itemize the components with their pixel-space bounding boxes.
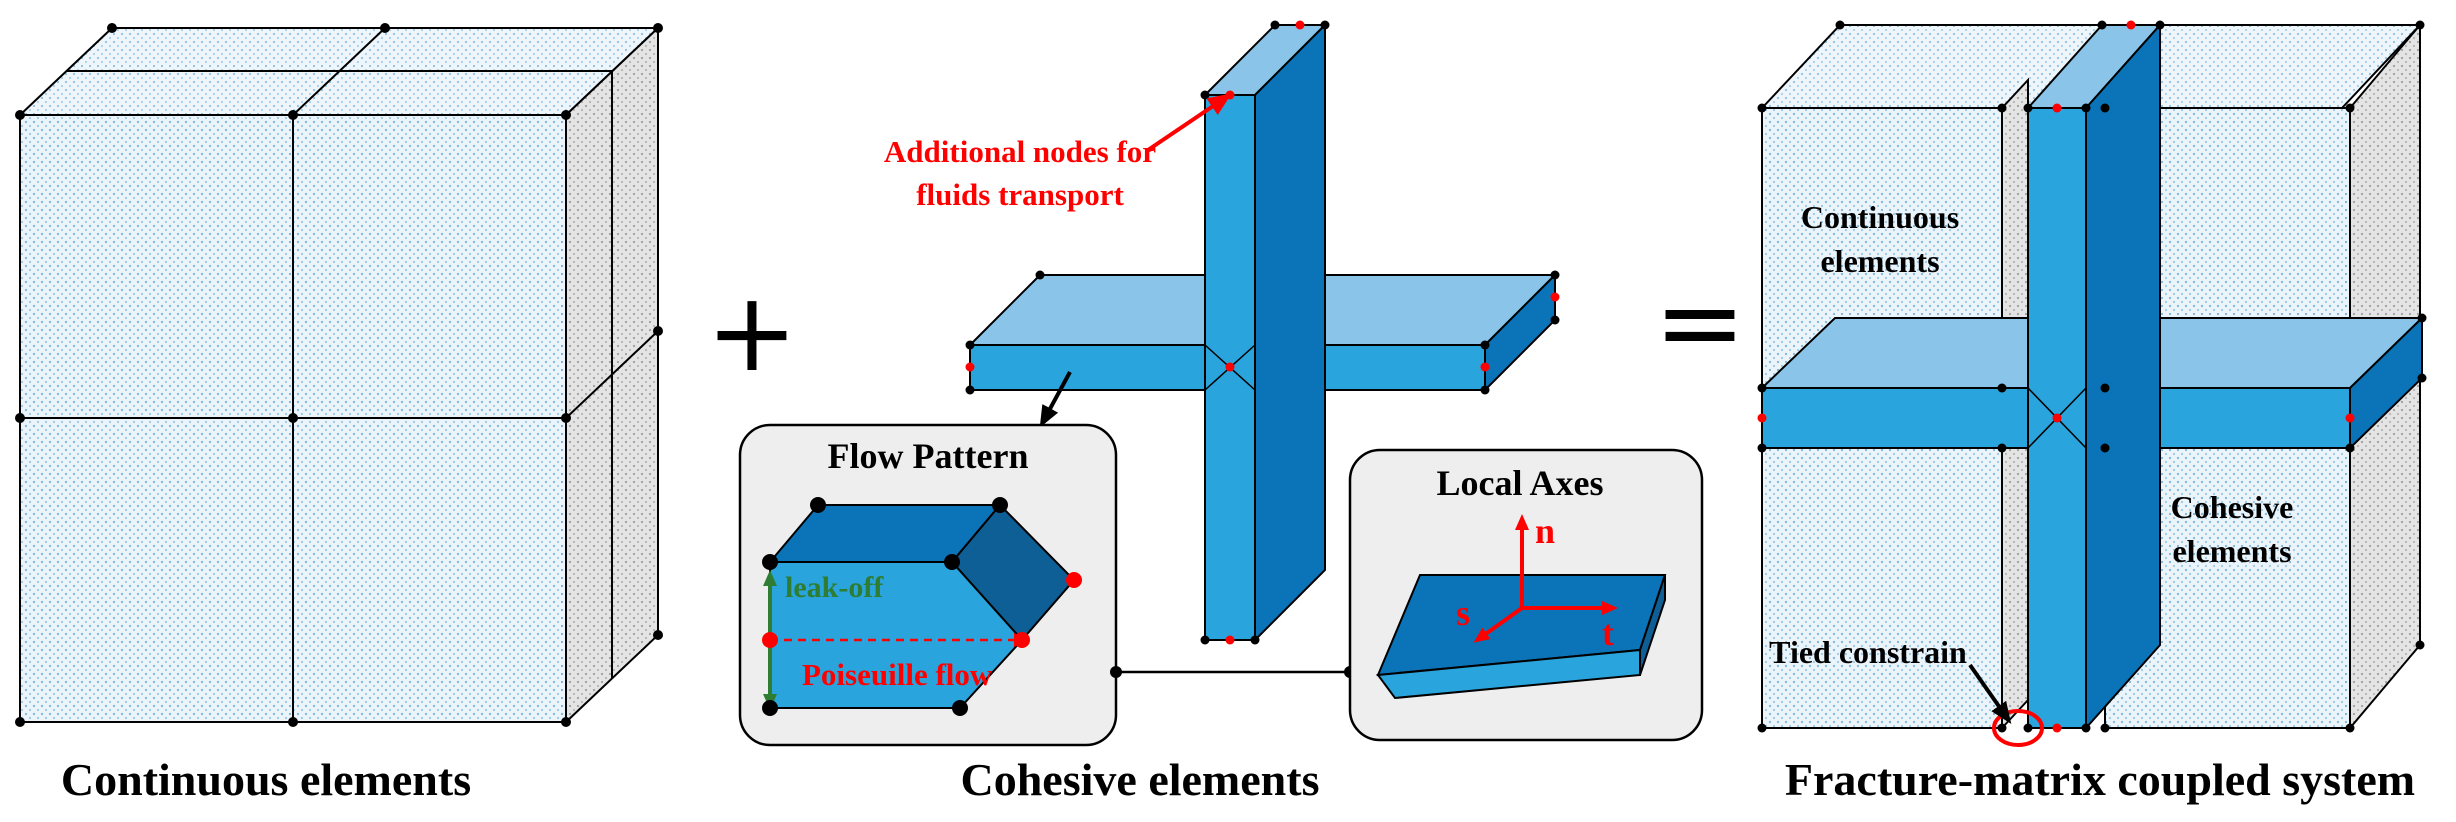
axis-s-label: s [1456,593,1470,633]
poiseuille-flow-label: Poiseuille flow [802,657,993,692]
flow-pattern-title: Flow Pattern [828,436,1029,476]
axis-n-label: n [1535,511,1555,551]
coupled-nodes-red [1757,20,2355,733]
tied-constraint-arrow [1968,663,2012,725]
flow-pattern-pointer-arrow [1039,371,1072,428]
coupled-cohesive-label-2: elements [2172,533,2291,569]
flow-pattern-panel: Flow Pattern leak-off Poiseuille flow [738,423,1118,747]
coupled-continuous-label-1: Continuous [1801,199,1959,235]
coupled-nodes-black [1757,20,2427,733]
caption-continuous: Continuous elements [61,754,471,805]
continuous-cube [15,23,663,727]
axis-s-arrow [1473,606,1524,643]
coupled-continuous-label-2: elements [1820,243,1939,279]
caption-coupled: Fracture-matrix coupled system [1785,754,2415,805]
additional-nodes-arrow [1146,93,1232,152]
additional-nodes-label-2: fluids transport [916,177,1124,212]
equals-operator: = [1654,258,1746,386]
additional-nodes-label-1: Additional nodes for [884,134,1156,169]
tied-constraint-ring [1992,709,2044,747]
plus-operator: + [706,268,798,396]
leak-off-label: leak-off [785,571,884,604]
caption-cohesive: Cohesive elements [961,754,1320,805]
axis-t-label: t [1602,613,1614,653]
local-axes-panel: Local Axes n s t [1348,448,1704,742]
coupled-cohesive-label-1: Cohesive [2171,489,2294,525]
local-axes-title: Local Axes [1437,463,1604,503]
tied-constraint-label: Tied constrain [1769,634,1967,670]
coupled-system [1757,20,2427,747]
cohesive-cross [965,20,1560,645]
cohesive-nodes-black [965,20,1560,645]
cube-nodes [15,23,663,727]
